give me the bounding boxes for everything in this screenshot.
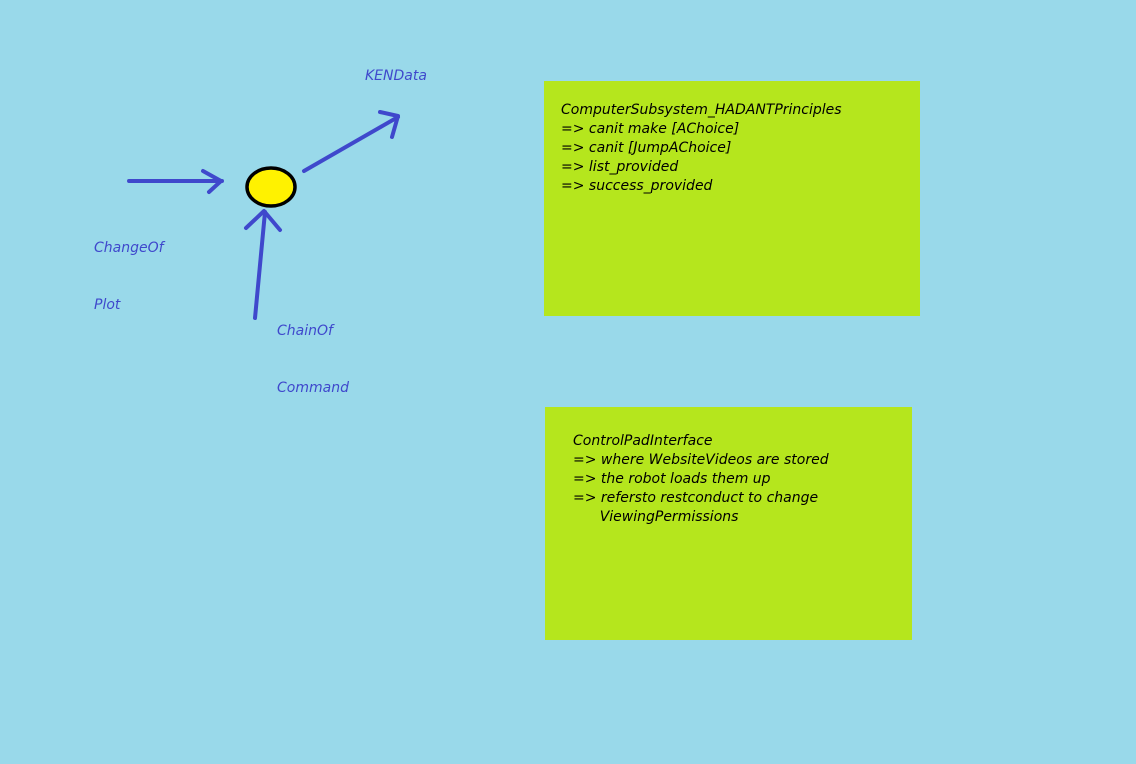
note-line: => canit make [AChoice] — [561, 121, 740, 137]
change-of-plot-label-line1: ChangeOf — [94, 240, 164, 256]
note-line: => refersto restconduct to change — [573, 490, 819, 506]
note-line: => canit [JumpAChoice] — [561, 140, 732, 156]
note-line: ComputerSubsystem_HADANTPrinciples — [561, 102, 842, 118]
change-of-plot-label-line2: Plot — [94, 297, 121, 313]
control-pad-note: ControlPadInterface => where WebsiteVide… — [545, 407, 912, 640]
note-line: => list_provided — [561, 159, 679, 175]
ken-data-label: KENData — [365, 68, 427, 84]
chain-of-command-label-line2: Command — [277, 380, 349, 396]
note-line: => where WebsiteVideos are stored — [573, 452, 829, 468]
chain-of-command-label-line1: ChainOf — [277, 323, 333, 339]
chain-of-command-label: ChainOf Command — [277, 284, 349, 417]
computer-subsystem-note: ComputerSubsystem_HADANTPrinciples => ca… — [544, 81, 920, 316]
note-line: => the robot loads them up — [573, 471, 771, 487]
change-of-plot-label: ChangeOf Plot — [94, 201, 164, 334]
central-node — [245, 166, 297, 208]
control-pad-note-text: ControlPadInterface => where WebsiteVide… — [573, 432, 829, 527]
change-of-plot-arrow — [127, 169, 224, 194]
note-line: ControlPadInterface — [573, 433, 713, 449]
chain-of-command-arrow — [244, 209, 282, 320]
computer-subsystem-note-text: ComputerSubsystem_HADANTPrinciples => ca… — [561, 101, 842, 196]
note-line: ViewingPermissions — [573, 509, 739, 525]
ken-data-arrow — [302, 110, 400, 173]
note-line: => success_provided — [561, 178, 713, 194]
